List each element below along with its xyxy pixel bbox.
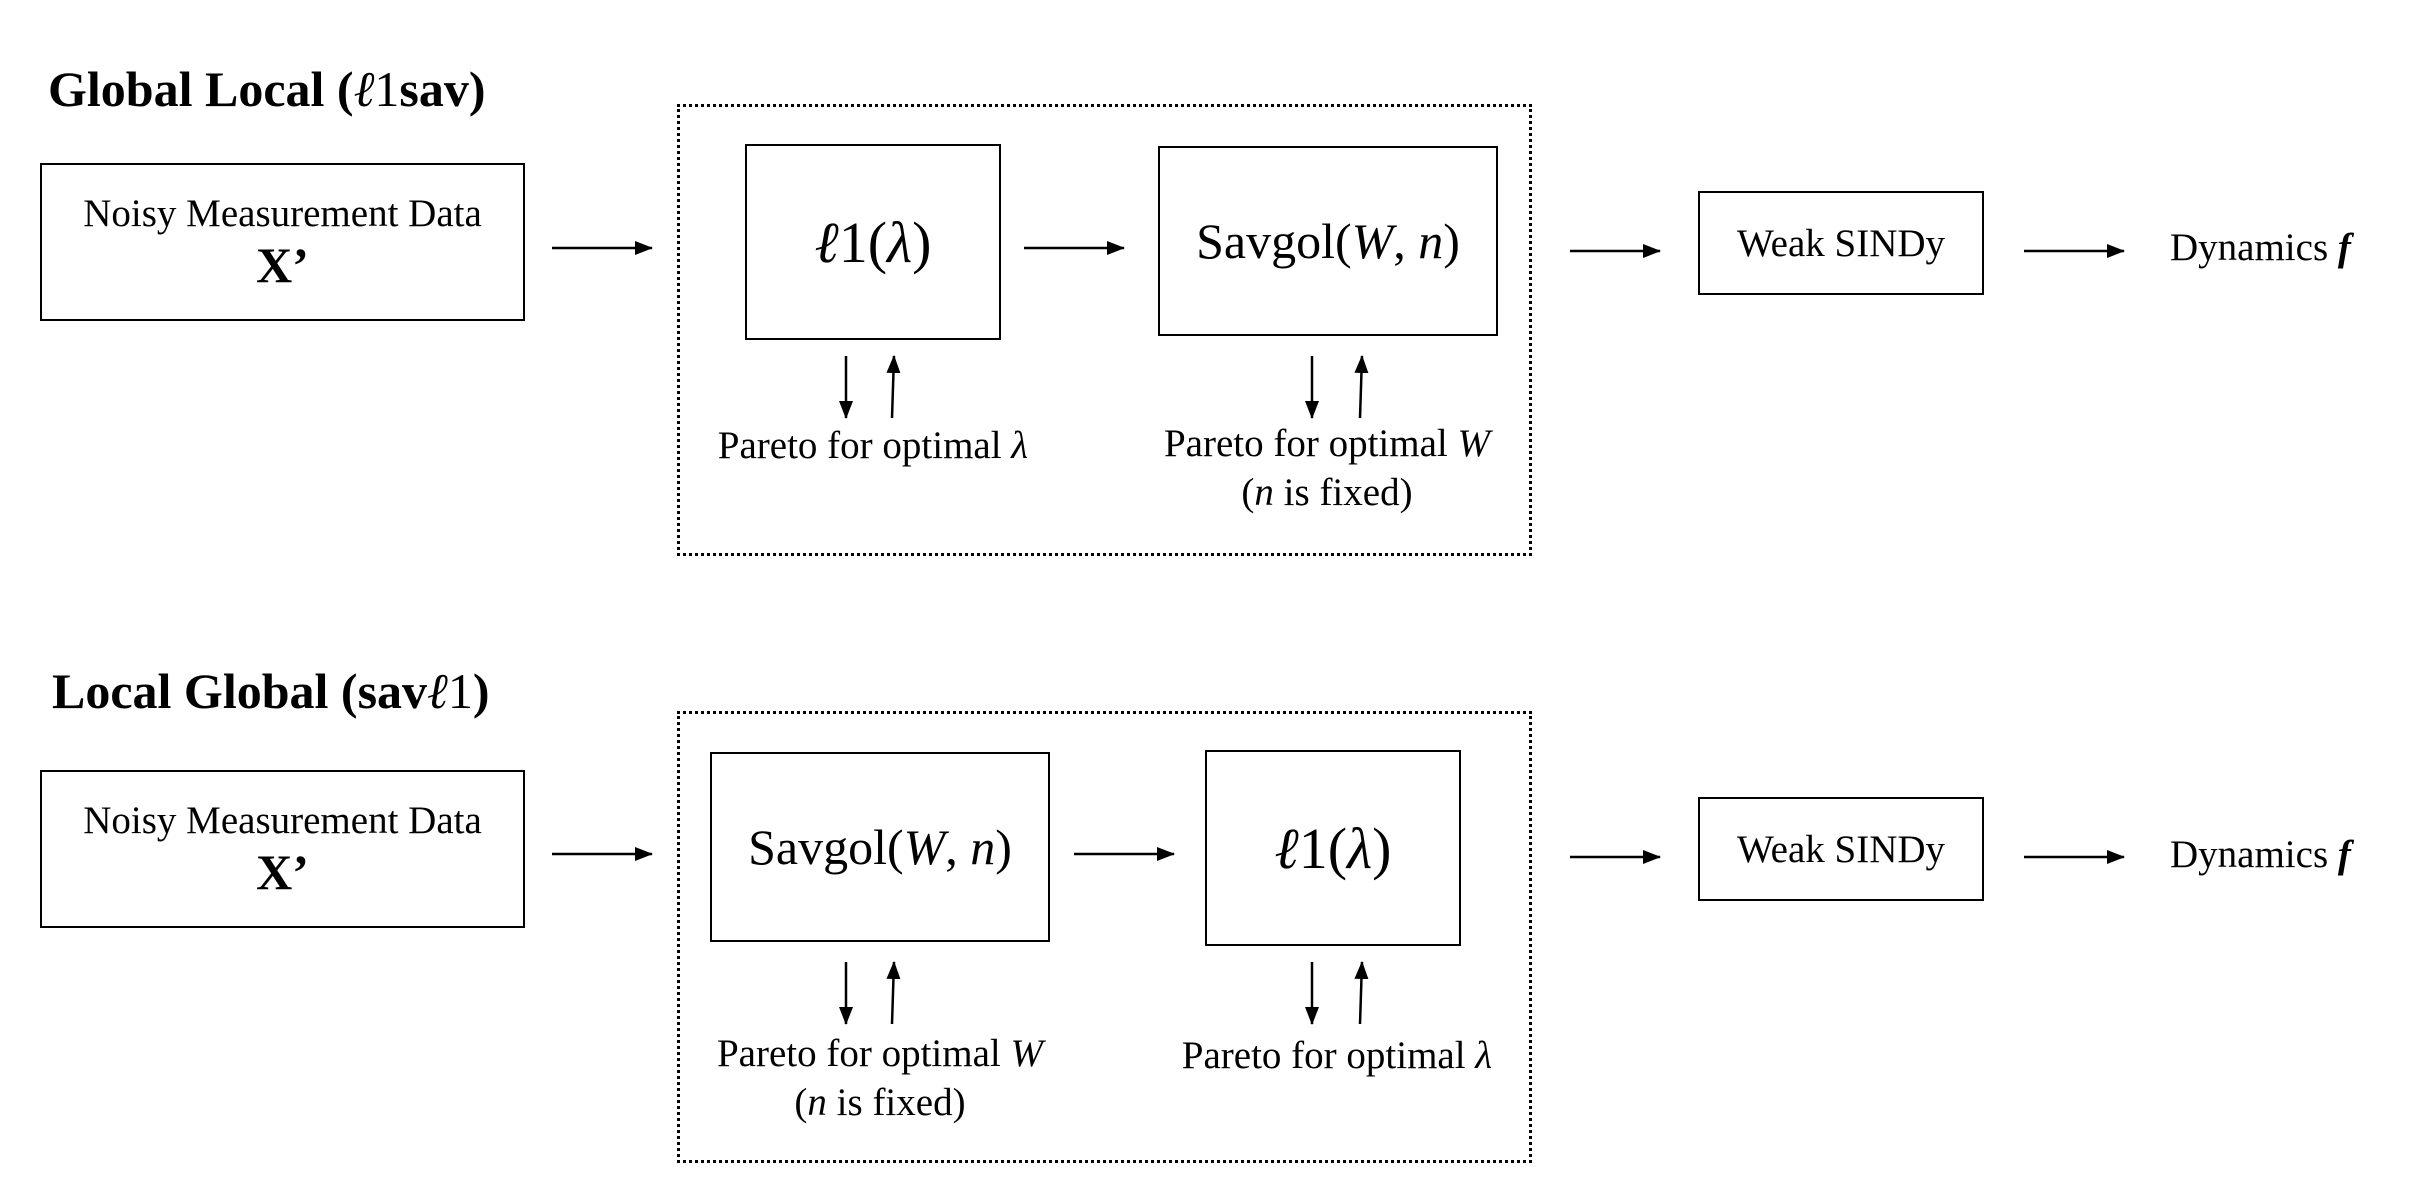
diagram-1-l1-box: ℓ1(λ) <box>745 144 1001 340</box>
diagram-2-output-label: Dynamics f <box>2170 833 2351 876</box>
diagram-1-output-label: Dynamics f <box>2170 226 2351 269</box>
diagram-1-input-box: Noisy Measurement Data X’ <box>40 163 525 321</box>
savgol-operator-label: Savgol(W, n) <box>748 819 1012 875</box>
diagram-2-smoothing-group <box>677 711 1532 1163</box>
arrow-l1-up-2 <box>1354 961 1369 1025</box>
diagram-2-savgol-box: Savgol(W, n) <box>710 752 1050 942</box>
diagram-1-savgol-pareto-note: Pareto for optimal W (n is fixed) <box>1163 422 1491 514</box>
diagram-2-input-box: Noisy Measurement Data X’ <box>40 770 525 928</box>
input-symbol: X’ <box>256 236 309 293</box>
diagram-2-weak-sindy-box: Weak SINDy <box>1698 797 1984 901</box>
arrow-savgol-up-1 <box>1354 355 1369 419</box>
l1-operator-label: ℓ1(λ) <box>814 209 932 275</box>
diagram-2-l1-pareto-note: Pareto for optimal λ <box>1181 1034 1493 1077</box>
diagram-1-smoothing-group <box>677 104 1532 556</box>
diagram-1-savgol-box: Savgol(W, n) <box>1158 146 1498 336</box>
diagram-1-l1-pareto-note: Pareto for optimal λ <box>717 424 1029 467</box>
diagram-2-savgol-pareto-note: Pareto for optimal W (n is fixed) <box>716 1032 1044 1124</box>
l1-operator-label: ℓ1(λ) <box>1274 815 1392 881</box>
diagram-1-weak-sindy-box: Weak SINDy <box>1698 191 1984 295</box>
input-label: Noisy Measurement Data <box>83 799 482 843</box>
diagram-2-title: Local Global (savℓ1) <box>52 663 490 719</box>
input-symbol: X’ <box>256 843 309 900</box>
weak-sindy-label: Weak SINDy <box>1736 221 1946 265</box>
diagram-2-l1-box: ℓ1(λ) <box>1205 750 1461 946</box>
savgol-operator-label: Savgol(W, n) <box>1196 213 1460 269</box>
input-label: Noisy Measurement Data <box>83 192 482 236</box>
arrow-l1-up-1 <box>886 355 901 419</box>
diagram-1-title: Global Local (ℓ1sav) <box>48 61 486 117</box>
arrow-savgol-up-2 <box>886 961 901 1025</box>
weak-sindy-label: Weak SINDy <box>1736 827 1946 871</box>
